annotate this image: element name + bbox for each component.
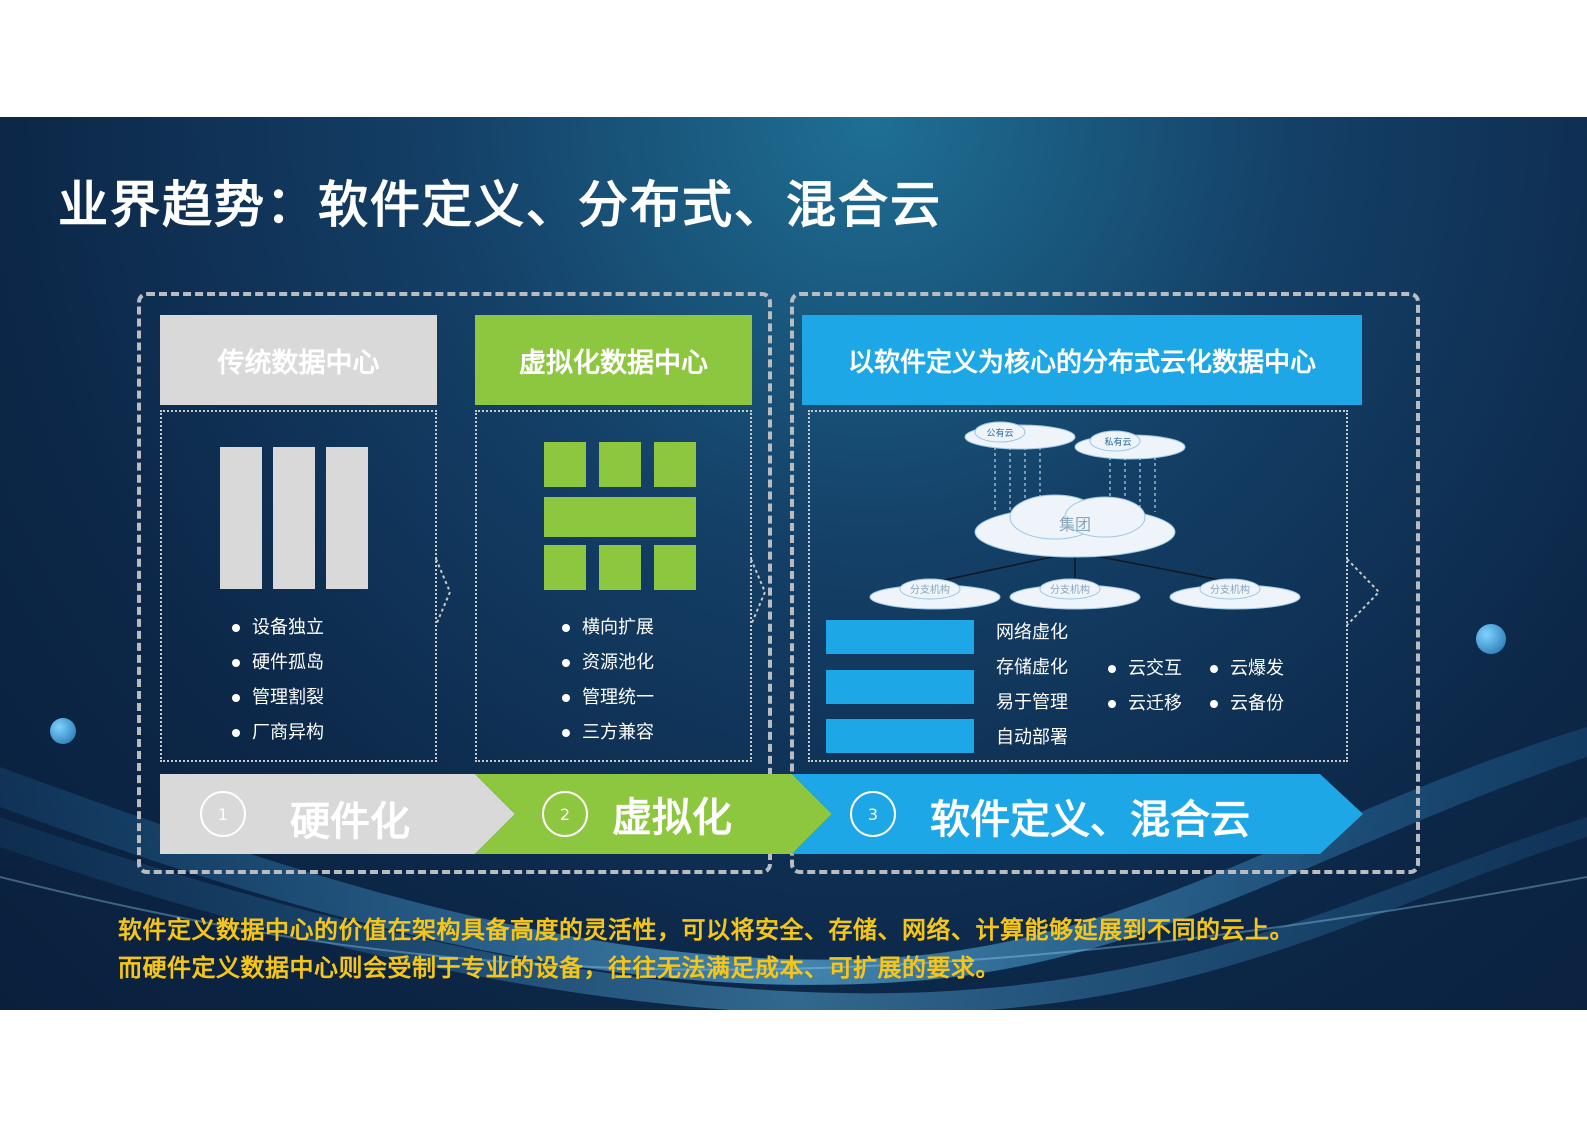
list-cloud-items-2: 云爆发 云备份 — [1206, 651, 1284, 721]
page-title: 业界趋势：软件定义、分布式、混合云 — [58, 176, 942, 234]
list-item: 资源池化 — [558, 645, 654, 680]
group-box-right — [790, 292, 1420, 874]
cloud-label-branch-2: 分支机构 — [1050, 583, 1090, 596]
group-box-left — [137, 292, 772, 874]
header-virtualized-dc: 虚拟化数据中心 — [475, 315, 752, 405]
panel-chevron-3 — [1346, 558, 1381, 626]
list-item: 三方兼容 — [558, 715, 654, 750]
step-number-1: 1 — [200, 791, 246, 837]
step-number-2: 2 — [542, 791, 588, 837]
decor-orb-left — [50, 718, 76, 744]
header-sdn-cloud-dc: 以软件定义为核心的分布式云化数据中心 — [802, 315, 1362, 405]
panel-chevron-1 — [435, 558, 452, 626]
list-item: 自动部署 — [996, 727, 1068, 748]
step-arrow-1 — [160, 774, 515, 854]
list-item: 管理统一 — [558, 680, 654, 715]
resource-block-6 — [654, 545, 696, 590]
list-item: 易于管理 — [996, 692, 1068, 713]
cloud-label-group: 集团 — [1059, 515, 1091, 534]
footer-line-1: 软件定义数据中心的价值在架构具备高度的灵活性，可以将安全、存储、网络、计算能够延… — [118, 916, 1294, 944]
step-arrow-3 — [792, 774, 1363, 854]
list-item: 网络虚化 — [996, 622, 1068, 643]
hardware-bar-3 — [326, 447, 368, 589]
background-wave — [0, 727, 1587, 1010]
cloud-label-branch-3: 分支机构 — [1210, 583, 1250, 596]
step-label-2: 虚拟化 — [612, 795, 732, 841]
header-traditional-dc: 传统数据中心 — [160, 315, 437, 405]
hardware-bar-1 — [220, 447, 262, 589]
decor-orb-right — [1476, 624, 1506, 654]
software-layer-bar-1 — [826, 620, 974, 654]
step-label-3: 软件定义、混合云 — [930, 797, 1250, 843]
resource-block-4 — [544, 545, 586, 590]
list-traditional-dc: 设备独立 硬件孤岛 管理割裂 厂商异构 — [228, 610, 324, 750]
list-item: 云爆发 — [1206, 651, 1284, 686]
resource-block-3 — [654, 442, 696, 487]
panel-chevron-2 — [750, 558, 767, 626]
panel-sdn-cloud-dc — [808, 410, 1348, 762]
cloud-label-branch-1: 分支机构 — [910, 583, 950, 596]
list-item: 云备份 — [1206, 686, 1284, 721]
list-sdn-features: 网络虚化 存储虚化 易于管理 自动部署 — [996, 615, 1068, 755]
software-layer-bar-3 — [826, 719, 974, 753]
list-item: 管理割裂 — [228, 680, 324, 715]
slide: 业界趋势：软件定义、分布式、混合云 传统数据中心 设备独立 硬件孤岛 管理割裂 … — [0, 117, 1587, 1010]
cloud-label-private: 私有云 — [1104, 436, 1131, 448]
list-item: 横向扩展 — [558, 610, 654, 645]
list-item: 云交互 — [1104, 651, 1182, 686]
list-item: 存储虚化 — [996, 657, 1068, 678]
step-number-3: 3 — [850, 791, 896, 837]
list-item: 厂商异构 — [228, 715, 324, 750]
footer-line-2: 而硬件定义数据中心则会受制于专业的设备，往往无法满足成本、可扩展的要求。 — [118, 954, 1000, 982]
list-cloud-items-1: 云交互 云迁移 — [1104, 651, 1182, 721]
resource-block-1 — [544, 442, 586, 487]
step-arrows — [160, 774, 1363, 854]
list-item: 设备独立 — [228, 610, 324, 645]
list-item: 云迁移 — [1104, 686, 1182, 721]
list-virtualized-dc: 横向扩展 资源池化 管理统一 三方兼容 — [558, 610, 654, 750]
cloud-network-diagram: 公有云 私有云 集团 分支机构 分支机构 分支机构 — [869, 421, 1301, 610]
list-item: 硬件孤岛 — [228, 645, 324, 680]
resource-pool-bar — [544, 497, 696, 537]
resource-block-5 — [599, 545, 641, 590]
panel-virtualized-dc — [475, 410, 752, 762]
resource-block-2 — [599, 442, 641, 487]
step-label-1: 硬件化 — [290, 799, 410, 845]
panel-traditional-dc — [160, 410, 437, 762]
cloud-label-public: 公有云 — [986, 427, 1013, 439]
software-layer-bar-2 — [826, 670, 974, 704]
hardware-bar-2 — [273, 447, 315, 589]
